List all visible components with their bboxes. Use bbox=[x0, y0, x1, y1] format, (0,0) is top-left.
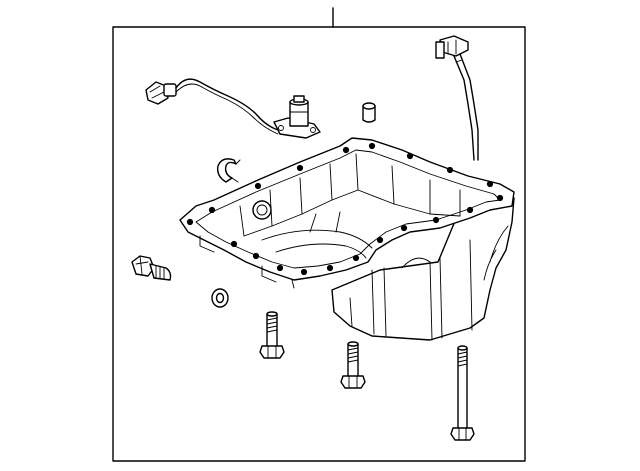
dipstick-tube-icon bbox=[435, 35, 479, 161]
bolt-icon bbox=[450, 345, 475, 441]
clip-icon bbox=[216, 158, 241, 183]
pin-icon bbox=[362, 102, 376, 123]
drain-plug-icon bbox=[131, 255, 172, 281]
sensor-icon bbox=[273, 95, 321, 139]
oil-pan-icon bbox=[179, 137, 515, 341]
bolt-icon bbox=[340, 341, 366, 389]
bolt-short bbox=[259, 311, 285, 359]
bolt-medium bbox=[340, 341, 366, 389]
sensor-harness-icon bbox=[145, 78, 279, 135]
bolt-icon bbox=[259, 311, 285, 359]
diagram-frame bbox=[112, 7, 526, 462]
washer-icon bbox=[211, 288, 229, 308]
bolt-long bbox=[450, 345, 475, 441]
